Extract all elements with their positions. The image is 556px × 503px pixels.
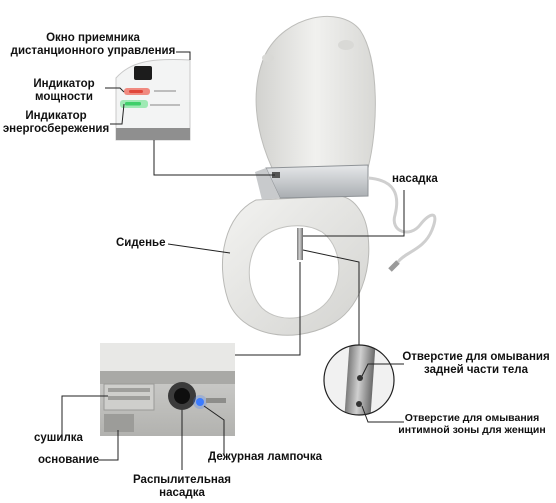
night-light (196, 398, 204, 406)
leader-power (105, 87, 125, 93)
power-cord (367, 176, 437, 272)
rear-wash-hole (357, 375, 363, 381)
label-seat: Сиденье (116, 237, 166, 249)
label-base: основание (38, 454, 99, 466)
seat-lid (255, 15, 376, 169)
receiver-window-detail (134, 66, 152, 80)
label-power-indicator: Индикатор мощности (33, 78, 95, 103)
power-led (129, 90, 143, 93)
leader-nozzle (303, 190, 405, 237)
leader-control-to-seat (153, 140, 275, 176)
label-nozzle: насадка (392, 173, 438, 185)
spray-nozzle-hole (174, 388, 190, 404)
feminine-wash-hole (356, 401, 362, 407)
leader-night-light (203, 405, 225, 456)
underside-inset (100, 343, 235, 436)
seat-ring (222, 195, 370, 336)
leader-nozzle-to-zoom (302, 249, 360, 345)
leader-seat (167, 243, 231, 254)
leader-remote-window (176, 51, 191, 60)
label-energy-indicator: Индикатор энергосбережения (2, 110, 110, 135)
leader-lines (61, 51, 405, 470)
leader-nozzle-to-inset (235, 262, 301, 356)
label-remote-window: Окно приемника дистанционного управления (10, 32, 176, 57)
label-feminine-wash-hole: Отверстие для омывания интимной зоны для… (398, 412, 546, 436)
receiver-window (272, 172, 280, 178)
leader-feminine-hole (361, 405, 404, 423)
leader-dryer (61, 395, 108, 437)
control-panel-inset (115, 59, 191, 141)
label-night-light: Дежурная лампочка (208, 451, 322, 463)
label-dryer: сушилка (34, 432, 83, 444)
control-housing (255, 164, 369, 200)
label-spray-nozzle: Распылительная насадка (133, 474, 231, 499)
nozzle-zoom (323, 344, 395, 416)
leader-base (98, 430, 119, 461)
nozzle-stem (297, 228, 303, 260)
leader-rear-hole (361, 363, 404, 377)
energy-led (125, 102, 141, 106)
label-rear-wash-hole: Отверстие для омывания задней части тела (402, 351, 550, 376)
leader-energy (110, 103, 125, 125)
